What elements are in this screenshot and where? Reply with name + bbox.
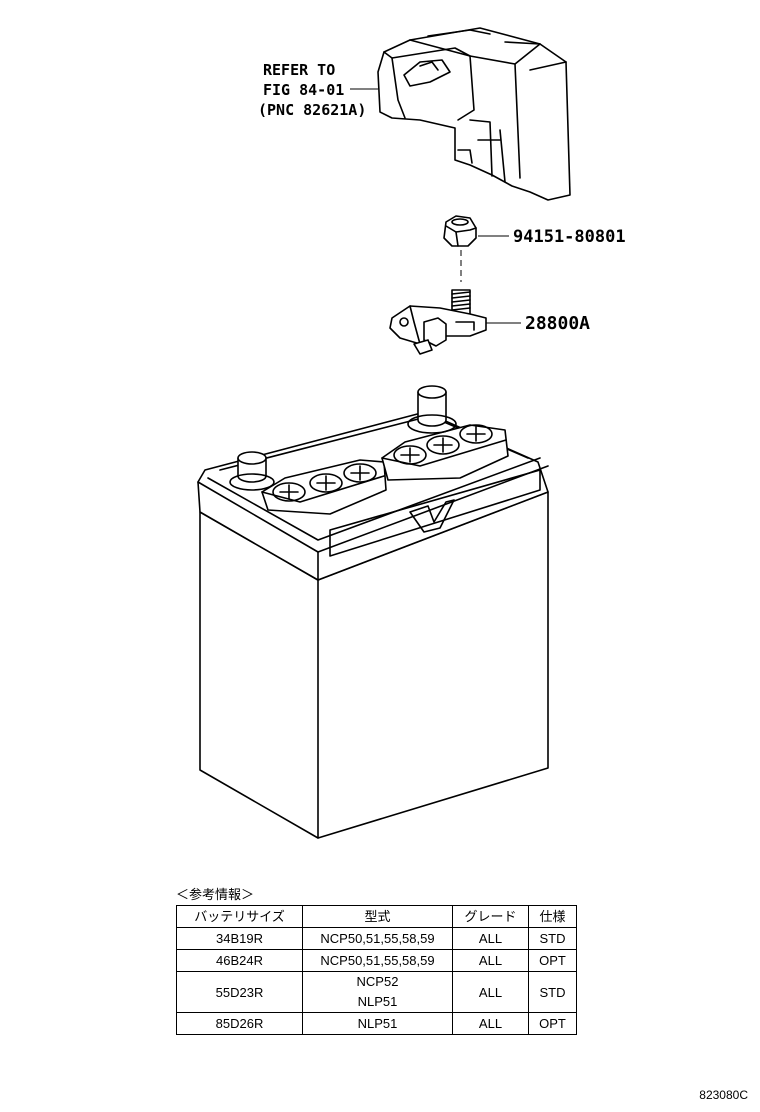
flange-nut-drawing (443, 215, 477, 282)
battery-terminal-drawing (389, 289, 487, 355)
figure-code: 823080C (699, 1088, 748, 1102)
battery-size-cell: 34B19R (176, 927, 303, 950)
nut-part-number[interactable]: 94151-80801 (513, 227, 626, 247)
table-row: 46B24R NCP50,51,55,58,59 ALL OPT (176, 949, 577, 972)
model-cell: NCP50,51,55,58,59 (302, 927, 453, 950)
reference-title: ＜参考情報＞ (176, 888, 255, 903)
model-cell: NCP50,51,55,58,59 (302, 949, 453, 972)
header-model: 型式 (302, 905, 453, 928)
table-header-row: バッテリサイズ 型式 グレード 仕様 (176, 905, 577, 928)
battery-reference-table: バッテリサイズ 型式 グレード 仕様 34B19R NCP50,51,55,58… (176, 905, 577, 1035)
spec-cell: STD (528, 927, 577, 950)
model-line: NLP51 (357, 994, 398, 1009)
header-battery-size: バッテリサイズ (176, 905, 303, 928)
model-cell: NCP52 NLP51 (302, 971, 453, 1013)
terminal-part-number[interactable]: 28800A (525, 313, 590, 334)
grade-cell: ALL (452, 1012, 529, 1035)
table-row: 55D23R NCP52 NLP51 ALL STD (176, 971, 577, 1013)
table-row: 85D26R NLP51 ALL OPT (176, 1012, 577, 1035)
spec-cell: OPT (528, 949, 577, 972)
refer-to-callout-line1: REFER TO (263, 61, 335, 79)
battery-size-cell: 55D23R (176, 971, 303, 1013)
model-cell: NLP51 (302, 1012, 453, 1035)
table-row: 34B19R NCP50,51,55,58,59 ALL STD (176, 927, 577, 950)
refer-to-callout-line2: FIG 84-01 (263, 81, 344, 99)
spec-cell: OPT (528, 1012, 577, 1035)
refer-to-callout-line3: (PNC 82621A) (258, 101, 366, 119)
terminal-cover-drawing (377, 27, 571, 201)
grade-cell: ALL (452, 927, 529, 950)
battery-size-cell: 46B24R (176, 949, 303, 972)
battery-size-cell: 85D26R (176, 1012, 303, 1035)
model-line: NCP52 (356, 974, 399, 989)
grade-cell: ALL (452, 949, 529, 972)
grade-cell: ALL (452, 971, 529, 1013)
header-spec: 仕様 (528, 905, 577, 928)
spec-cell: STD (528, 971, 577, 1013)
battery-drawing (197, 385, 549, 839)
header-grade: グレード (452, 905, 529, 928)
